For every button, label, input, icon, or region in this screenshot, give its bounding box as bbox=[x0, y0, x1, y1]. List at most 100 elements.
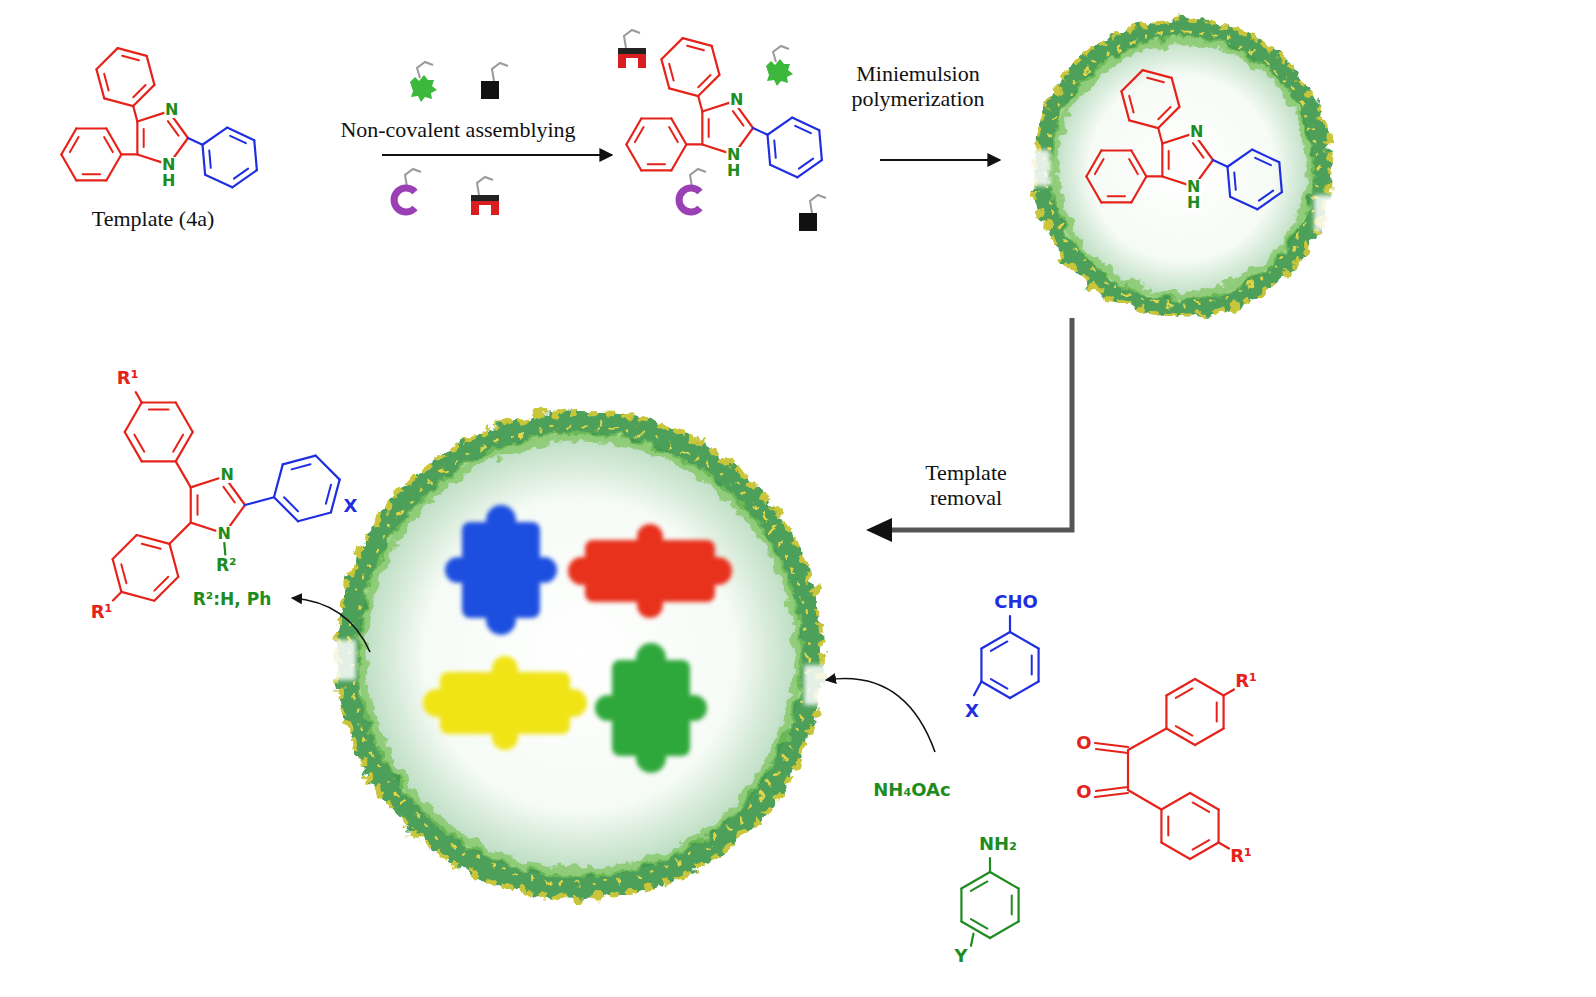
bond-line bbox=[223, 487, 234, 503]
bond-line bbox=[980, 649, 982, 682]
bond-line bbox=[1176, 726, 1193, 736]
bond-line bbox=[712, 46, 720, 75]
bond-line bbox=[1128, 790, 1161, 810]
bond-line bbox=[104, 98, 133, 106]
puzzle-pieces bbox=[423, 505, 732, 773]
bond-line bbox=[96, 69, 104, 98]
bond-line bbox=[203, 145, 206, 175]
bond-line bbox=[143, 129, 145, 147]
bond-line bbox=[960, 889, 962, 922]
bond-line bbox=[113, 559, 122, 592]
step-label: Template removal bbox=[901, 460, 1031, 511]
bond-line bbox=[142, 544, 161, 549]
bond-line bbox=[797, 160, 822, 177]
oxygen-label: O bbox=[1076, 733, 1091, 754]
bond-line bbox=[1219, 843, 1229, 849]
bond-line bbox=[1131, 150, 1146, 176]
bond-line bbox=[170, 544, 179, 577]
bond-line bbox=[753, 128, 768, 135]
bond-line bbox=[1190, 793, 1219, 810]
bond-line bbox=[1129, 96, 1133, 113]
substituent-label: R¹ bbox=[1230, 846, 1252, 867]
bond-line bbox=[134, 435, 144, 452]
bond-line bbox=[121, 564, 126, 583]
bond-line bbox=[1160, 810, 1162, 843]
bond-line bbox=[1121, 70, 1142, 91]
atom-label: H bbox=[1186, 195, 1201, 211]
bond-line bbox=[792, 118, 819, 131]
bond-line bbox=[1172, 78, 1180, 107]
bond-line bbox=[331, 480, 340, 513]
bond-line bbox=[971, 919, 988, 929]
bond-line bbox=[1167, 816, 1169, 835]
bond-line bbox=[981, 682, 1010, 699]
bond-line bbox=[1129, 120, 1158, 128]
bond-line bbox=[626, 144, 641, 170]
bond-line bbox=[1176, 688, 1193, 698]
bond-line bbox=[1161, 843, 1190, 860]
bond-line bbox=[133, 106, 137, 121]
substituent-label: R¹ bbox=[1235, 671, 1257, 692]
bond-line bbox=[1230, 197, 1257, 210]
bond-line bbox=[671, 144, 686, 170]
bond-line bbox=[1010, 632, 1039, 649]
bond-line bbox=[104, 137, 113, 152]
bond-line bbox=[795, 126, 811, 133]
bond-line bbox=[661, 59, 669, 88]
bond-line bbox=[661, 38, 682, 59]
bond-line bbox=[121, 153, 137, 155]
bond-line bbox=[154, 577, 178, 601]
substituent-label: X bbox=[343, 496, 357, 517]
step-label: Non-covalent assemblying bbox=[340, 117, 575, 142]
bond-line bbox=[1193, 143, 1204, 158]
bond-line bbox=[1096, 787, 1128, 791]
atom-label: H bbox=[726, 163, 741, 179]
bond-line bbox=[961, 872, 990, 889]
bond-line bbox=[118, 48, 147, 56]
bond-line bbox=[83, 173, 100, 175]
bond-line bbox=[1222, 696, 1224, 729]
bond-line bbox=[1234, 173, 1236, 190]
substituent-label: R¹ bbox=[117, 368, 139, 389]
bond-line bbox=[1121, 91, 1129, 120]
substituent-label: R² bbox=[216, 556, 237, 576]
bond-line bbox=[991, 641, 1008, 651]
bond-line bbox=[227, 128, 254, 141]
bond-line bbox=[1095, 159, 1104, 174]
imprinted-particle bbox=[330, 412, 830, 898]
bond-line bbox=[626, 118, 641, 144]
substituent-label: X bbox=[965, 701, 979, 722]
bond-line bbox=[1127, 750, 1129, 790]
bond-line bbox=[1101, 149, 1131, 151]
bond-line bbox=[774, 141, 776, 158]
template-label: Template (4a) bbox=[92, 206, 214, 231]
bond-line bbox=[1147, 78, 1164, 82]
bond-line bbox=[254, 140, 257, 170]
atom-label: N bbox=[1186, 179, 1201, 195]
bond-line bbox=[106, 128, 121, 154]
bond-line bbox=[284, 497, 298, 511]
bond-line bbox=[234, 169, 248, 179]
bond-line bbox=[224, 543, 225, 555]
bond-line bbox=[1096, 749, 1128, 753]
bond-line bbox=[190, 487, 192, 522]
atom-label: N bbox=[220, 467, 235, 483]
substituent-note: R²:H, Ph bbox=[193, 590, 272, 610]
bond-line bbox=[1168, 151, 1170, 169]
atom-label: H bbox=[161, 173, 176, 189]
bond-line bbox=[274, 497, 298, 521]
bond-line bbox=[1224, 690, 1234, 696]
bond-line bbox=[991, 679, 1008, 689]
bond-line bbox=[230, 136, 246, 143]
bond-line bbox=[1129, 159, 1138, 174]
bond-line bbox=[205, 175, 232, 188]
bond-line bbox=[1011, 895, 1013, 914]
bond-line bbox=[173, 435, 183, 452]
bond-line bbox=[96, 48, 117, 69]
bond-line bbox=[283, 456, 316, 465]
bond-line bbox=[1166, 729, 1195, 746]
bond-line bbox=[168, 121, 179, 136]
bond-line bbox=[819, 130, 822, 160]
bond-line bbox=[125, 432, 142, 461]
